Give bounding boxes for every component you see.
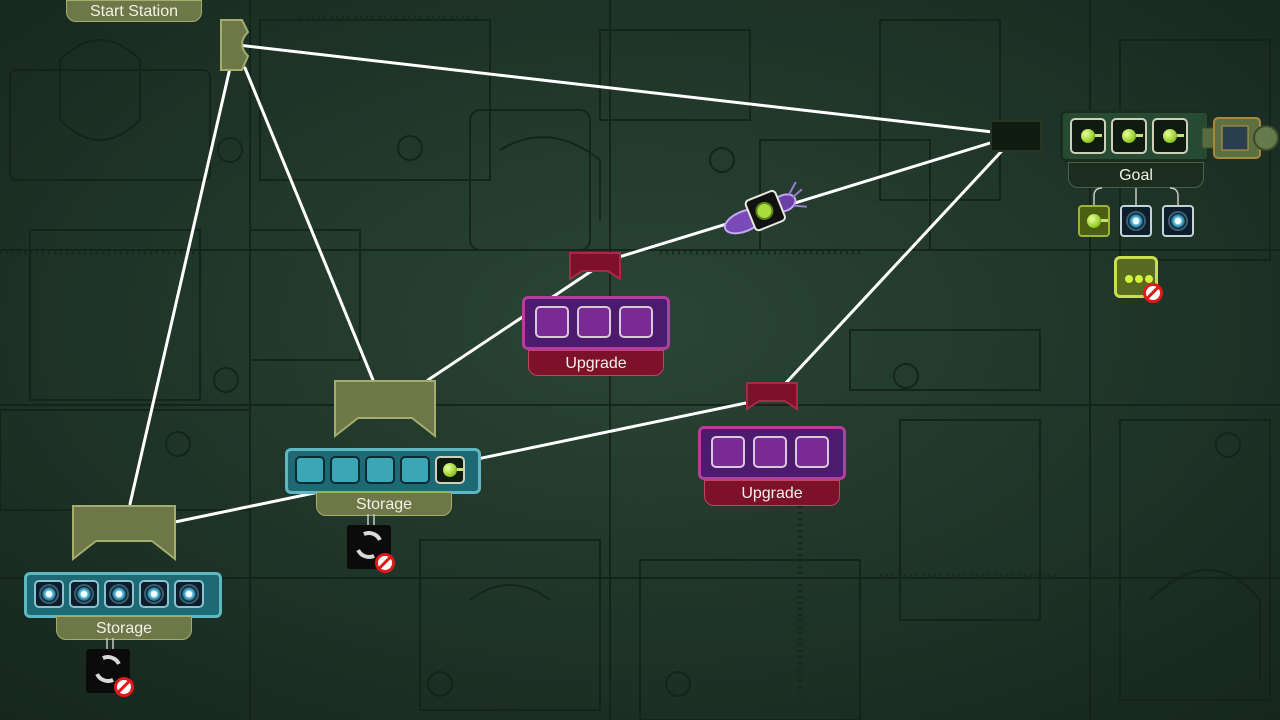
ball-icon	[1081, 129, 1102, 143]
storage-b-node[interactable]	[70, 503, 178, 563]
storage-a-wire	[367, 514, 375, 526]
storage-b-slot-5	[174, 580, 204, 608]
dot	[1135, 275, 1143, 283]
storage-a-slot-4	[400, 456, 430, 484]
storage-b-slot-4	[139, 580, 169, 608]
cargo-bug-unit[interactable]	[714, 182, 810, 244]
upgrade-b-slot-2	[753, 436, 787, 468]
upgrade-b-slot-1	[711, 436, 745, 468]
goal-requirement-1	[1078, 205, 1110, 237]
no-entry-icon	[114, 677, 134, 697]
storage-a-slot-1	[295, 456, 325, 484]
goal-slot-3	[1152, 118, 1188, 154]
storage-a-slot-2	[330, 456, 360, 484]
upgrade-b-label: Upgrade	[704, 480, 840, 506]
storage-b-tray	[24, 572, 222, 618]
goal-label: Goal	[1068, 162, 1204, 188]
gear-icon	[41, 586, 57, 602]
goal-requirement-3	[1162, 205, 1194, 237]
start-station-node[interactable]	[218, 18, 250, 72]
ball-icon	[1087, 214, 1108, 228]
no-entry-icon	[1143, 283, 1163, 303]
goal-machine-icon	[1202, 117, 1279, 159]
storage-b-slot-2	[69, 580, 99, 608]
storage-b-no-recycle-icon[interactable]	[86, 649, 134, 697]
upgrade-b-slot-3	[795, 436, 829, 468]
ball-icon	[1122, 129, 1143, 143]
gear-icon	[76, 586, 92, 602]
link-upgrade-b-goal	[783, 138, 1014, 386]
goal-node[interactable]	[990, 120, 1042, 152]
link-start-goal	[236, 43, 1012, 136]
gear-icon	[181, 586, 197, 602]
goal-tray	[1060, 110, 1210, 162]
gear-icon	[111, 586, 127, 602]
goal-requirement-wires	[1093, 187, 1179, 206]
ball-icon	[1163, 129, 1184, 143]
ball-icon	[443, 463, 464, 477]
dots-box-icon	[1114, 256, 1163, 303]
upgrade-a-slot-3	[619, 306, 653, 338]
gear-icon	[1170, 213, 1186, 229]
link-upgrade-a-goal	[591, 138, 1002, 267]
storage-b-slot-1	[34, 580, 64, 608]
no-entry-icon	[375, 553, 395, 573]
link-start-storage-b	[128, 66, 232, 506]
storage-a-tray	[285, 448, 481, 494]
dot	[1125, 275, 1133, 283]
gear-icon	[146, 586, 162, 602]
storage-a-slot-3	[365, 456, 395, 484]
upgrade-b-tray	[698, 426, 846, 480]
storage-a-label: Storage	[316, 492, 452, 516]
storage-b-label: Storage	[56, 616, 192, 640]
goal-slot-2	[1111, 118, 1147, 154]
upgrade-b-node[interactable]	[745, 381, 799, 413]
goal-slot-1	[1070, 118, 1106, 154]
dot	[1145, 275, 1153, 283]
upgrade-a-tray	[522, 296, 670, 350]
storage-a-node[interactable]	[332, 378, 438, 440]
goal-requirement-2	[1120, 205, 1152, 237]
storage-b-slot-3	[104, 580, 134, 608]
upgrade-a-slot-1	[535, 306, 569, 338]
upgrade-a-slot-2	[577, 306, 611, 338]
start-station-label: Start Station	[66, 0, 202, 22]
upgrade-a-label: Upgrade	[528, 350, 664, 376]
upgrade-a-node[interactable]	[568, 251, 622, 283]
link-start-storage-a	[243, 66, 375, 382]
storage-a-slot-5	[435, 456, 465, 484]
storage-a-no-recycle-icon[interactable]	[347, 525, 395, 573]
link-storage-a-upgrade-a	[426, 268, 595, 382]
storage-b-wire	[106, 638, 114, 650]
gear-icon	[1128, 213, 1144, 229]
